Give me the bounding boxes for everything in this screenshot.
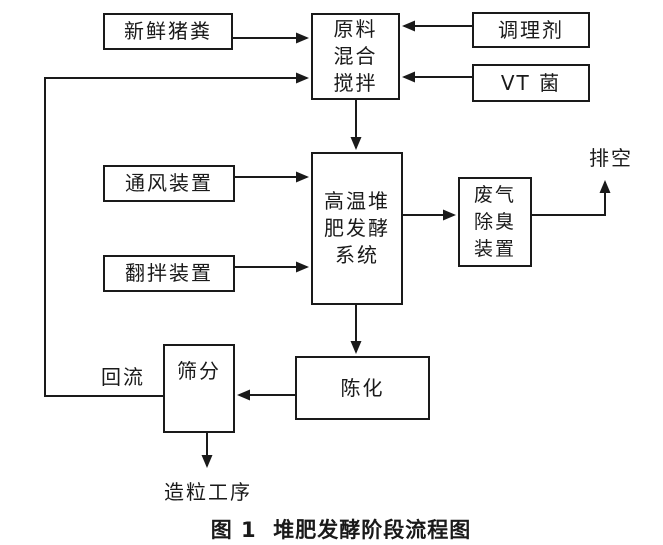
node-ventilation-device: 通风装置 [103, 165, 235, 202]
label-reflux: 回流 [101, 365, 145, 389]
arrow-deodorizer-to-exhaust [532, 180, 611, 216]
node-aging: 陈化 [295, 356, 430, 420]
node-deodorizing-device: 废气 除臭 装置 [458, 177, 532, 267]
node-conditioner: 调理剂 [472, 12, 590, 48]
arrow-reflux-loop [44, 72, 309, 397]
figure-caption: 图 1 堆肥发酵阶段流程图 [210, 518, 472, 542]
node-vt-bacteria: VT 菌 [472, 64, 590, 102]
label-exhaust: 排空 [589, 146, 633, 170]
label-granulation-process: 造粒工序 [164, 480, 252, 504]
node-raw-material-mixing: 原料 混合 搅拌 [311, 13, 400, 100]
node-fresh-pig-manure: 新鲜猪粪 [103, 13, 233, 50]
node-screening: 筛分 [163, 344, 235, 433]
node-turning-device: 翻拌装置 [103, 255, 235, 292]
node-composting-system: 高温堆 肥发酵 系统 [311, 152, 403, 305]
